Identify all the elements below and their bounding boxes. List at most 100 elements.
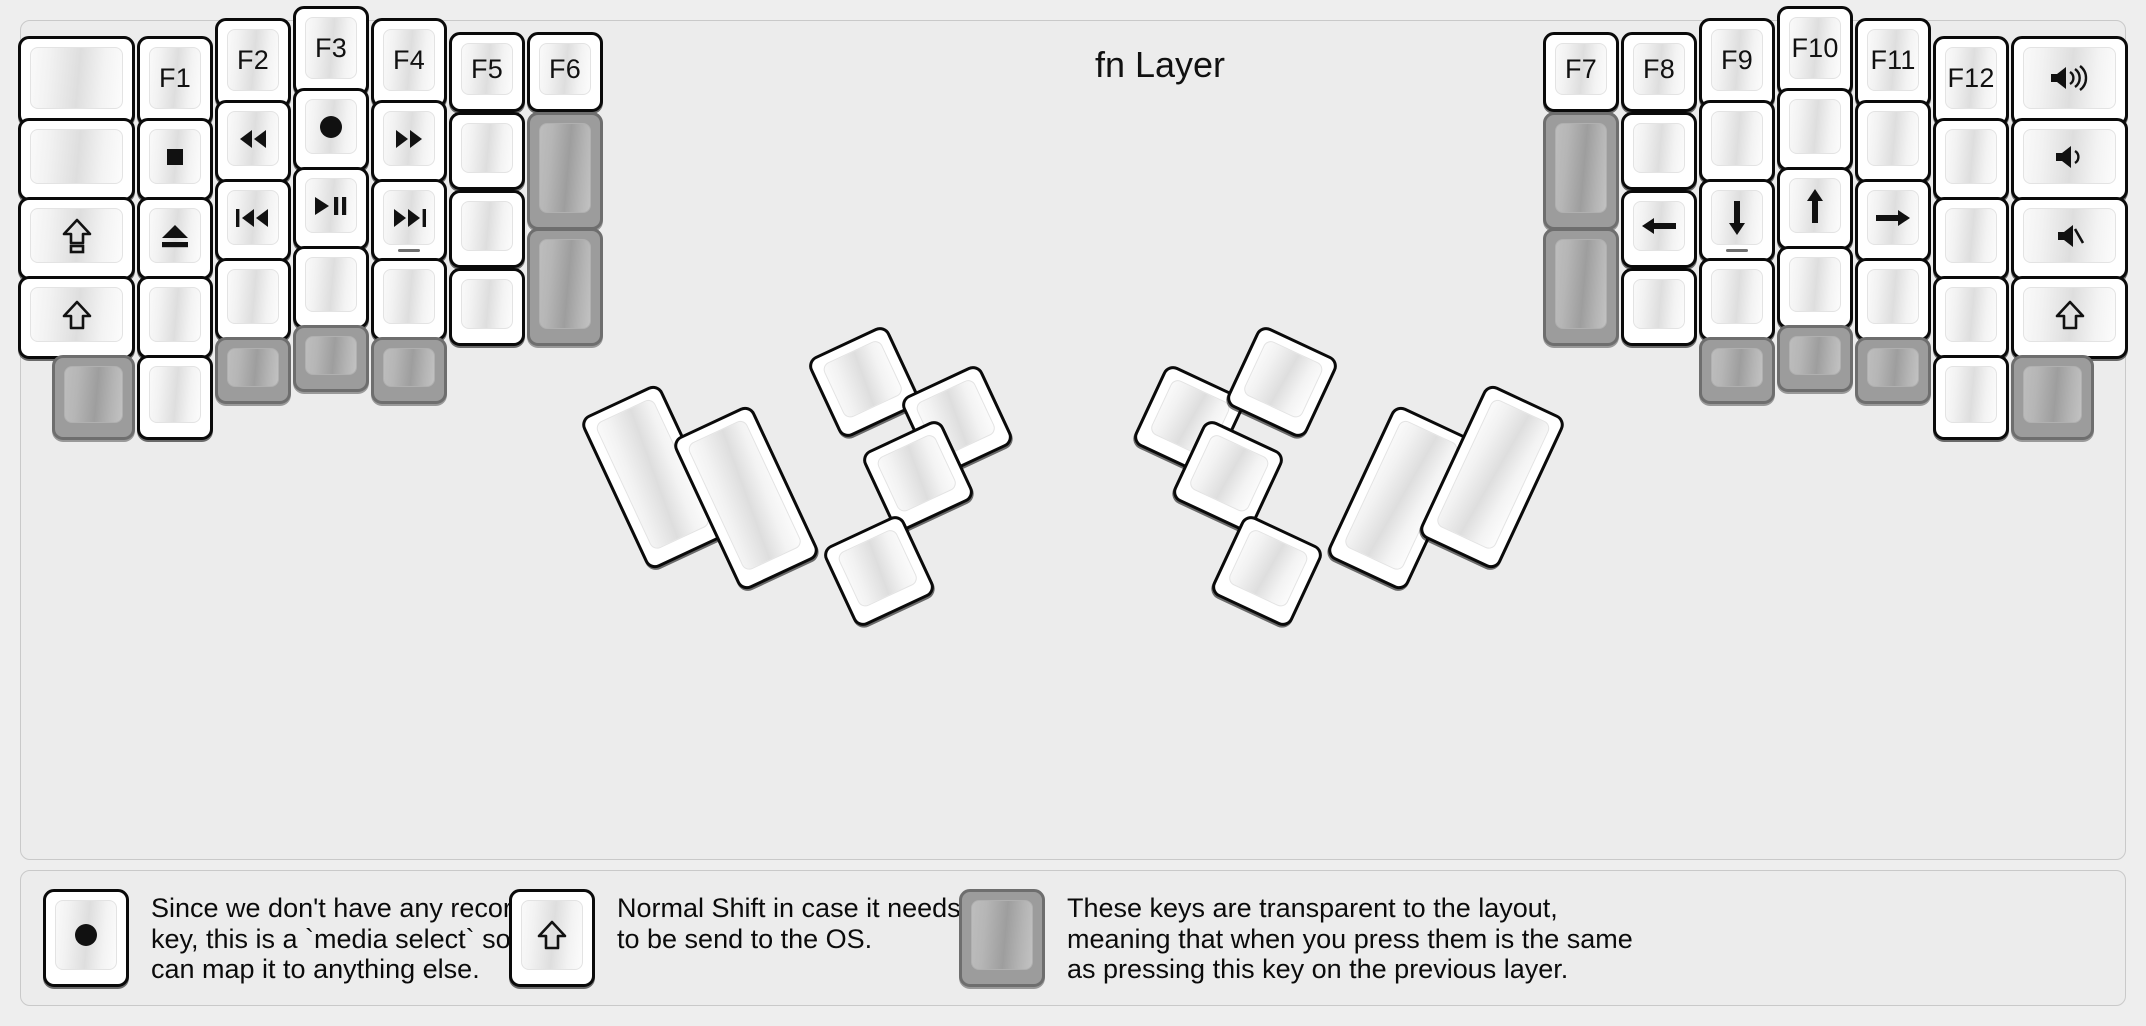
left-r4-c4[interactable]: [293, 246, 369, 329]
keycap-top: [1633, 279, 1685, 329]
right-r5-c7[interactable]: [2011, 355, 2094, 440]
left-r4-c3[interactable]: [215, 258, 291, 341]
right-r4-c4[interactable]: [1777, 246, 1853, 329]
left-r3-c7[interactable]: [527, 228, 603, 346]
left-r1-c5[interactable]: F4: [371, 18, 447, 108]
right-r4-c3[interactable]: [1699, 258, 1775, 341]
left-r4-c1[interactable]: [18, 276, 135, 359]
keycap-label: F3: [315, 32, 347, 63]
keycap-top: [1867, 190, 1919, 245]
left-r1-c6[interactable]: F5: [449, 32, 525, 112]
keycap: [43, 889, 129, 987]
keycap-label: F12: [1947, 62, 1995, 93]
right-r1-c4[interactable]: F10: [1777, 6, 1853, 96]
media-playpause-icon: [310, 193, 352, 219]
legend-item-record: Since we don't have any recording key, t…: [43, 889, 571, 987]
left-r1-c4[interactable]: F3: [293, 6, 369, 96]
right-r2-c7[interactable]: [2011, 118, 2128, 201]
keycap-top: [383, 348, 435, 387]
right-r3-c3[interactable]: [1699, 179, 1775, 262]
right-r5-c5[interactable]: [1855, 337, 1931, 404]
left-r2-c2[interactable]: [137, 118, 213, 201]
legend-key-transparent: [959, 889, 1045, 987]
left-r3-c4[interactable]: [293, 167, 369, 250]
right-r5-c6[interactable]: [1933, 355, 2009, 440]
keycap-top: [1241, 338, 1325, 420]
legend-text: These keys are transparent to the layout…: [1067, 893, 1633, 984]
right-r1-c6[interactable]: F12: [1933, 36, 2009, 126]
right-r2-c6[interactable]: [1933, 118, 2009, 201]
left-r4-c6[interactable]: [449, 268, 525, 346]
legend-panel: Since we don't have any recording key, t…: [20, 870, 2126, 1006]
left-r1-c1[interactable]: [18, 36, 135, 126]
right-r1-c1[interactable]: F7: [1543, 32, 1619, 112]
keycap-top: [2023, 366, 2082, 423]
keycap-top: F12: [1945, 47, 1997, 109]
left-r1-c3[interactable]: F2: [215, 18, 291, 108]
keycap-top: [1711, 348, 1763, 387]
keycap: [509, 889, 595, 987]
right-r2-c4[interactable]: [1777, 88, 1853, 171]
left-r2-c4[interactable]: [293, 88, 369, 171]
right-r3-c6[interactable]: [1933, 197, 2009, 280]
keycap-label: F10: [1791, 32, 1839, 63]
keycap-top: F4: [383, 29, 435, 91]
right-r3-c2[interactable]: [1621, 190, 1697, 268]
keycap-top: [2023, 208, 2116, 263]
left-r5-c4[interactable]: [293, 325, 369, 392]
keycap-top: [1945, 129, 1997, 184]
left-r2-c3[interactable]: [215, 100, 291, 183]
right-r4-c6[interactable]: [1933, 276, 2009, 359]
right-r5-c4[interactable]: [1777, 325, 1853, 392]
arrow-right-icon: [1872, 205, 1914, 231]
right-r1-c3[interactable]: F9: [1699, 18, 1775, 108]
right-r3-c5[interactable]: [1855, 179, 1931, 262]
right-r2-c5[interactable]: [1855, 100, 1931, 183]
media-record-icon: [314, 110, 348, 144]
legend-key-shift: [509, 889, 595, 987]
left-r5-c1[interactable]: [52, 355, 135, 440]
right-r1-c2[interactable]: F8: [1621, 32, 1697, 112]
keycap-top: [1633, 201, 1685, 251]
legend-text: Since we don't have any recording key, t…: [151, 893, 571, 984]
right-r4-c7[interactable]: [2011, 276, 2128, 359]
left-r5-c2[interactable]: [137, 355, 213, 440]
keycap-top: [227, 348, 279, 387]
left-r3-c1[interactable]: [18, 197, 135, 280]
left-r5-c3[interactable]: [215, 337, 291, 404]
keycap-top: F7: [1555, 43, 1607, 95]
shift-arrow-icon: [2054, 298, 2086, 332]
left-r4-c5[interactable]: [371, 258, 447, 341]
right-r2-c3[interactable]: [1699, 100, 1775, 183]
keycap-label: F11: [1870, 44, 1916, 75]
left-r5-c5[interactable]: [371, 337, 447, 404]
left-r1-c2[interactable]: F1: [137, 36, 213, 126]
right-r2-c2[interactable]: [1621, 112, 1697, 190]
right-r2-c1[interactable]: [1543, 112, 1619, 230]
right-r5-c3[interactable]: [1699, 337, 1775, 404]
left-r3-c3[interactable]: [215, 179, 291, 262]
left-r3-c5[interactable]: [371, 179, 447, 262]
left-r1-c7[interactable]: F6: [527, 32, 603, 112]
keycap-label: F2: [237, 44, 269, 75]
homing-bar-icon: [1726, 249, 1748, 252]
left-r2-c6[interactable]: [449, 112, 525, 190]
keycap-top: F10: [1789, 17, 1841, 79]
right-r3-c7[interactable]: [2011, 197, 2128, 280]
right-r3-c1[interactable]: [1543, 228, 1619, 346]
left-r2-c5[interactable]: [371, 100, 447, 183]
left-r3-c6[interactable]: [449, 190, 525, 268]
left-r2-c7[interactable]: [527, 112, 603, 230]
left-r4-c2[interactable]: [137, 276, 213, 359]
left-r2-c1[interactable]: [18, 118, 135, 201]
right-r3-c4[interactable]: [1777, 167, 1853, 250]
right-r4-c5[interactable]: [1855, 258, 1931, 341]
keycap-top: [971, 900, 1033, 970]
right-r1-c7[interactable]: [2011, 36, 2128, 126]
arrow-down-icon: [1724, 197, 1750, 239]
right-r4-c2[interactable]: [1621, 268, 1697, 346]
left-r3-c2[interactable]: [137, 197, 213, 280]
keycap-label: F7: [1565, 53, 1597, 84]
legend-item-transparent: These keys are transparent to the layout…: [959, 889, 1633, 987]
right-r1-c5[interactable]: F11: [1855, 18, 1931, 108]
